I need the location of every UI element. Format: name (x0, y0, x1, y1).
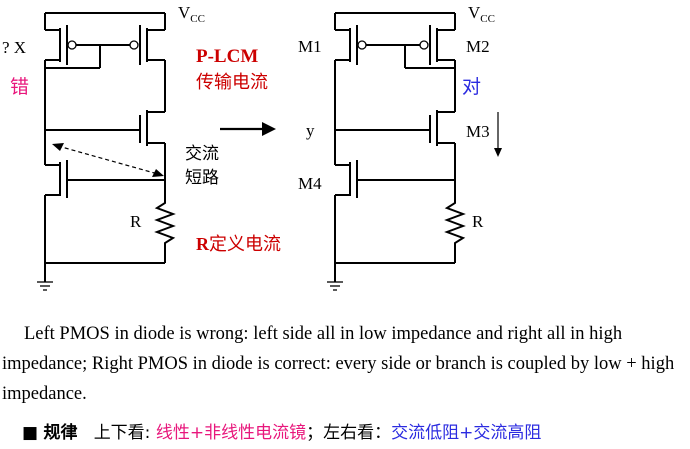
rule-part1-value: 线性+非线性电流镜 (155, 423, 307, 443)
left-vcc-label: VCC (178, 3, 205, 25)
center-labels: P-LCM 传输电流 R定义电流 (196, 46, 281, 255)
left-circuit: VCC ? X 错 R 交流 短路 (2, 3, 219, 291)
left-r-label: R (130, 212, 142, 231)
right-circuit: VCC M1 M2 对 y M3 M4 R (298, 3, 502, 291)
rule-part2-value: 交流低阻+交流高阻 (391, 423, 542, 443)
ac-short-arrow (57, 145, 159, 175)
correct-label: 对 (462, 76, 481, 98)
m4-label: M4 (298, 174, 322, 193)
transform-arrow-head (262, 122, 276, 136)
r-current-label: R定义电流 (196, 234, 281, 255)
rule-part1: 上下看: (93, 423, 156, 443)
rule-label: 规律 (43, 423, 78, 443)
ac-short-label-2: 短路 (185, 168, 219, 188)
circuit-diagram: VCC ? X 错 R 交流 短路 P-LCM 传输电流 R定义电流 (2, 3, 502, 291)
ac-short-label-1: 交流 (185, 144, 219, 164)
explanation-paragraph: Left PMOS in diode is wrong: left side a… (2, 324, 675, 404)
rule-separator: ；左右看： (306, 423, 392, 443)
rule-line: ■ 规律 上下看: 线性+非线性电流镜；左右看：交流低阻+交流高阻 (22, 418, 541, 443)
right-r-label: R (472, 212, 484, 231)
right-vcc-label: VCC (468, 3, 495, 25)
m1-label: M1 (298, 37, 322, 56)
rule-bullet: ■ (22, 423, 39, 443)
y-node-label: y (306, 121, 315, 140)
m3-label: M3 (466, 122, 490, 141)
wrong-label: 错 (10, 76, 29, 98)
question-mark-label: ? X (2, 38, 26, 57)
current-transfer-label: 传输电流 (196, 72, 268, 93)
m2-label: M2 (466, 37, 490, 56)
plcm-title: P-LCM (196, 46, 258, 67)
